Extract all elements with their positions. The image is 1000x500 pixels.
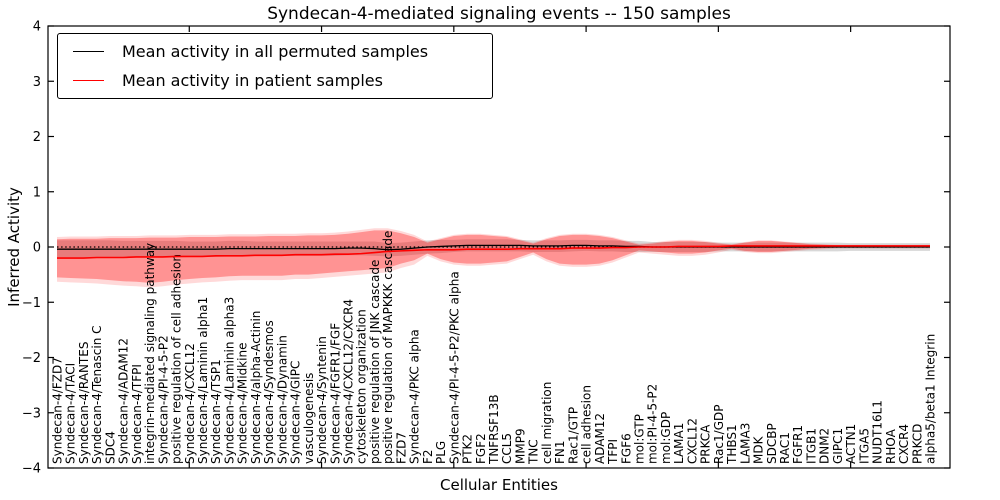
x-category-label: F2	[421, 449, 435, 464]
x-category-label: Syndecan-4/Syntenin	[315, 336, 329, 464]
band-patient-range	[57, 228, 930, 288]
x-category-label: NUDT16L1	[871, 400, 885, 464]
x-category-label: positive regulation of cell adhesion	[170, 254, 184, 464]
x-category-label: Syndecan-4/GIPC	[289, 361, 303, 464]
x-category-label: FN1	[553, 440, 567, 464]
x-category-label: PRKCA	[699, 424, 713, 464]
x-category-label: FGF6	[619, 433, 633, 464]
x-category-label: LAMA1	[672, 423, 686, 464]
x-category-label: positive regulation of MAPKKK cascade	[381, 231, 395, 464]
x-category-label: THBS1	[725, 424, 739, 465]
x-category-label: PLG	[434, 441, 448, 464]
x-category-label: PTK2	[461, 434, 475, 464]
legend-label-permuted: Mean activity in all permuted samples	[122, 41, 429, 61]
y-tick-label: 1	[33, 185, 41, 200]
x-category-label: MDK	[752, 435, 766, 464]
y-axis-label: Inferred Activity	[5, 187, 23, 307]
x-category-label: ADAM12	[593, 413, 607, 464]
x-category-label: FGF2	[474, 433, 488, 464]
x-category-label: RHOA	[884, 428, 898, 464]
x-category-label: DNM2	[818, 428, 832, 464]
x-category-label: Syndecan-4/TACI	[64, 363, 78, 464]
x-category-label: cytoskeleton organization	[355, 309, 369, 464]
x-category-label: SDCBP	[765, 423, 779, 464]
x-category-label: TNFRSF13B	[487, 394, 501, 465]
x-category-label: Rac1/GDP	[712, 405, 726, 464]
x-category-label: vasculogenesis	[302, 373, 316, 464]
x-category-label: cell adhesion	[580, 385, 594, 464]
x-category-label: Syndecan-4/TFPI	[130, 364, 144, 464]
legend-line-red-icon	[73, 80, 104, 82]
x-category-label: MMP9	[513, 428, 527, 464]
x-category-label: mol:GTP	[633, 414, 647, 464]
x-category-label: cell migration	[540, 382, 554, 464]
x-category-label: TFPI	[606, 439, 620, 465]
y-tick-label: −3	[22, 406, 41, 421]
x-category-label: CXCL12	[685, 418, 699, 464]
x-category-label: positive regulation of JNK cascade	[368, 260, 382, 464]
x-category-label: Syndecan-4/FGFR1/FGF	[328, 323, 342, 464]
x-category-label: RAC1	[778, 432, 792, 464]
y-tick-label: −2	[22, 351, 41, 366]
x-category-label: FGFR1	[791, 425, 805, 464]
x-category-label: Syndecan-4/PI-4-5-P2/PKC alpha	[447, 271, 461, 464]
x-category-label: GIPC1	[831, 428, 845, 464]
x-category-label: integrin-mediated signaling pathway	[143, 243, 157, 464]
x-category-label: ACTN1	[844, 424, 858, 464]
y-tick-label: −4	[22, 462, 41, 477]
legend-box: Mean activity in all permuted samples Me…	[57, 33, 493, 99]
legend-item-permuted: Mean activity in all permuted samples	[58, 39, 492, 63]
band-patient-std	[57, 230, 930, 283]
x-category-label: Rac1/GTP	[566, 407, 580, 464]
legend-line-black-icon	[73, 50, 104, 52]
x-category-label: FZD7	[394, 432, 408, 464]
x-category-label: CXCR4	[897, 424, 911, 464]
x-category-label: Syndecan-4/FZD7	[51, 357, 65, 464]
x-category-label: alpha5/beta1 Integrin	[924, 334, 938, 464]
x-category-label: mol:PI-4-5-P2	[646, 384, 660, 464]
x-category-label: Syndecan-4/Syndesmos	[262, 320, 276, 464]
x-category-label: Syndecan-4/CXCL12	[183, 343, 197, 464]
x-category-label: Syndecan-4/PI-4-5-P2	[156, 335, 170, 464]
chart-title: Syndecan-4-mediated signaling events -- …	[267, 4, 731, 24]
y-tick-label: 0	[33, 241, 41, 256]
y-tick-label: 3	[33, 75, 41, 90]
x-category-label: LAMA3	[738, 423, 752, 464]
legend-item-patient: Mean activity in patient samples	[58, 69, 492, 93]
x-category-label: Syndecan-4/TSP1	[209, 359, 223, 464]
x-category-label: Syndecan-4/alpha-Actinin	[249, 311, 263, 464]
x-category-label: Syndecan-4/CXCL12/CXCR4	[342, 299, 356, 464]
x-category-label: PRKCD	[910, 424, 924, 464]
x-category-label: SDC4	[103, 431, 117, 464]
x-category-label: Syndecan-4/Dynamin	[275, 335, 289, 464]
x-category-label: ITGA5	[857, 428, 871, 464]
x-category-label: Syndecan-4/Laminin alpha1	[196, 297, 210, 464]
y-tick-label: 4	[33, 20, 41, 35]
x-category-label: Syndecan-4/Midkine	[236, 343, 250, 464]
x-category-label: ITGB1	[804, 428, 818, 464]
x-category-label: Syndecan-4/Laminin alpha3	[222, 297, 236, 464]
legend-label-patient: Mean activity in patient samples	[122, 71, 383, 91]
series-line-patient	[57, 245, 930, 259]
x-category-label: CCL5	[500, 433, 514, 464]
x-category-label: Syndecan-4/RANTES	[77, 342, 91, 464]
x-category-label: Syndecan-4/PKC alpha	[408, 329, 422, 464]
series-line-permuted	[57, 244, 930, 251]
x-category-label: Syndecan-4/Tenascin C	[90, 325, 104, 464]
y-tick-label: 2	[33, 130, 41, 145]
x-category-label: TNC	[527, 439, 541, 465]
x-category-label: Syndecan-4/ADAM12	[117, 338, 131, 464]
x-axis-label: Cellular Entities	[440, 476, 558, 494]
y-tick-label: −1	[22, 296, 41, 311]
x-category-label: mol:GDP	[659, 412, 673, 464]
